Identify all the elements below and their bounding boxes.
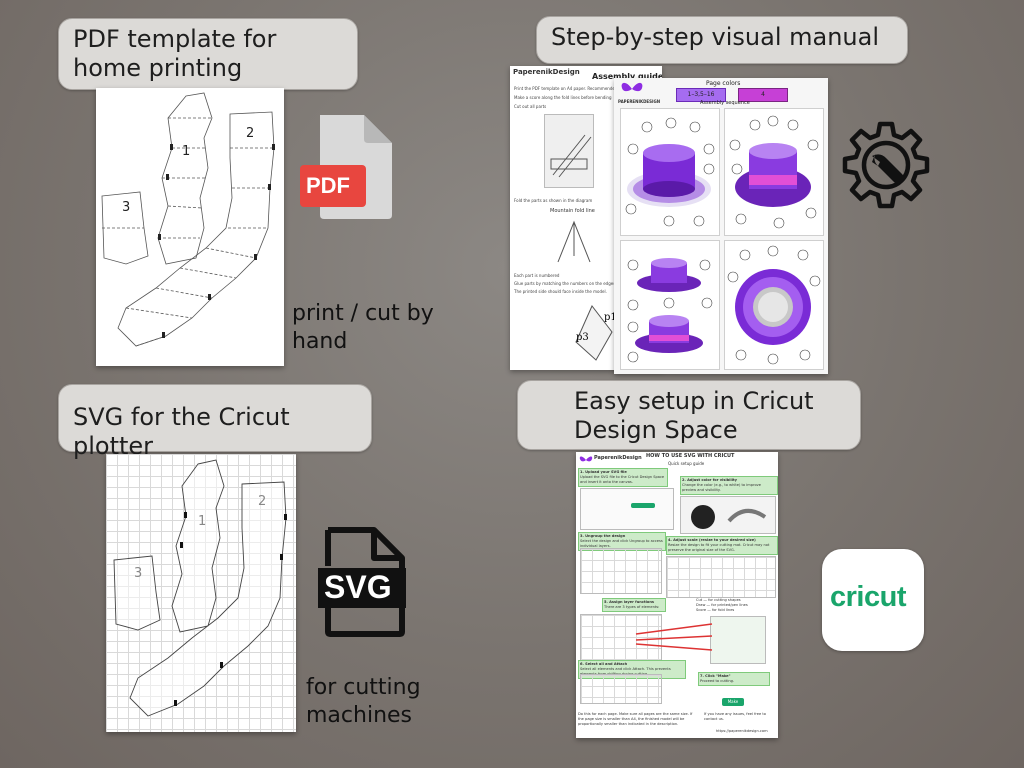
heading-pdf-template: PDF template for home printing [58, 18, 358, 90]
svg-badge-label: SVG [324, 569, 392, 605]
sequence-panel-1 [620, 108, 720, 236]
papercraft-pattern [101, 92, 275, 347]
layers-panel [710, 616, 766, 664]
manual-brand-small: PAPERENIKDESIGN [618, 99, 661, 104]
pattern-number-2: 2 [246, 126, 255, 141]
heading-svg-cricut: SVG for the Cricut plotter [58, 384, 372, 460]
sequence-panel-2 [724, 108, 824, 236]
pattern-number-3: 3 [122, 200, 131, 215]
gear-wrench-icon [836, 118, 936, 218]
color-box-2: 4 [738, 88, 788, 102]
butterfly-icon [579, 456, 593, 462]
guide-screenshot-5 [580, 614, 662, 662]
manual-step: Print the PDF template on A4 paper. Reco… [514, 86, 618, 91]
pdf-file-icon: PDF [300, 113, 396, 221]
guide-screenshot-6 [580, 674, 662, 704]
svg-file-icon: SVG [316, 526, 408, 638]
assembly-sequence-page: PAPERENIKDESIGN Page colors 1–3,5–16 4 A… [614, 78, 828, 374]
cutting-illustration [544, 114, 594, 188]
guide-url: https://paperenikdesign.com [716, 729, 768, 733]
manual-step: Each part is numbered [514, 273, 560, 278]
fold-line-label: Mountain fold line [550, 208, 595, 214]
cricut-setup-guide: PaperenikDesign HOW TO USE SVG WITH CRIC… [576, 452, 778, 738]
red-arrows [635, 623, 713, 651]
make-button: Make [722, 698, 744, 706]
cricut-logo-tile: cricut [822, 549, 924, 651]
svg-template-sheet: 1 2 3 [106, 454, 296, 732]
manual-step: Glue parts by matching the numbers on th… [514, 281, 617, 286]
pattern-number-3: 3 [134, 566, 143, 581]
guide-screenshot-2 [680, 496, 776, 534]
sequence-panel-4 [724, 240, 824, 370]
guide-screenshot-4 [666, 556, 776, 598]
guide-subtitle: Quick setup guide [668, 461, 705, 466]
guide-brand: PaperenikDesign [594, 455, 642, 461]
manual-step: Fold the parts as shown in the diagram [514, 198, 593, 203]
page-colors-title: Page colors [706, 80, 741, 87]
assembly-sequence-title: Assembly sequence [700, 100, 750, 106]
manual-assembly-title: Assembly guide [592, 72, 662, 81]
pattern-number-1: 1 [198, 514, 207, 529]
manual-brand: PaperenikDesign [513, 68, 580, 76]
pattern-number-2: 2 [258, 494, 267, 509]
manual-step: Cut out all parts [514, 104, 547, 109]
pattern-number-1: 1 [182, 144, 191, 159]
upload-button [631, 503, 655, 508]
butterfly-icon [621, 82, 643, 92]
glue-illustration [575, 305, 613, 361]
pdf-badge-label: PDF [306, 173, 350, 198]
guide-step-7: 7. Click "Make"Proceed to cutting. [698, 672, 770, 686]
color-box-1: 1–3,5–16 [676, 88, 726, 102]
heading-cricut-setup: Easy setup in Cricut Design Space [517, 380, 861, 450]
glue-label-p1: p1 [604, 312, 617, 323]
guide-title: HOW TO USE SVG WITH CRICUT [646, 453, 735, 459]
heading-visual-manual: Step-by-step visual manual [536, 16, 908, 64]
guide-step-4: 4. Adjust scale (resize to your desired … [666, 536, 778, 555]
guide-screenshot-3 [580, 548, 662, 594]
caption-cutting-machines: for cutting machines [306, 675, 421, 728]
fold-illustration [557, 220, 591, 263]
glue-label-p3: p3 [576, 332, 589, 343]
manual-step: The printed side should face inside the … [514, 289, 607, 294]
guide-footer-contact: If you have any issues, feel free to con… [704, 712, 766, 721]
guide-screenshot-1 [580, 488, 674, 530]
guide-footer: Do this for each page. Make sure all pag… [578, 712, 693, 726]
pdf-template-sheet: 1 2 3 [96, 88, 284, 366]
caption-print-cut: print / cut by hand [292, 301, 434, 354]
sequence-panel-3 [620, 240, 720, 370]
svg-cut-pattern [113, 459, 287, 717]
cricut-logo: cricut [830, 581, 906, 613]
manual-step: Make a score along the fold lines before… [514, 95, 612, 100]
